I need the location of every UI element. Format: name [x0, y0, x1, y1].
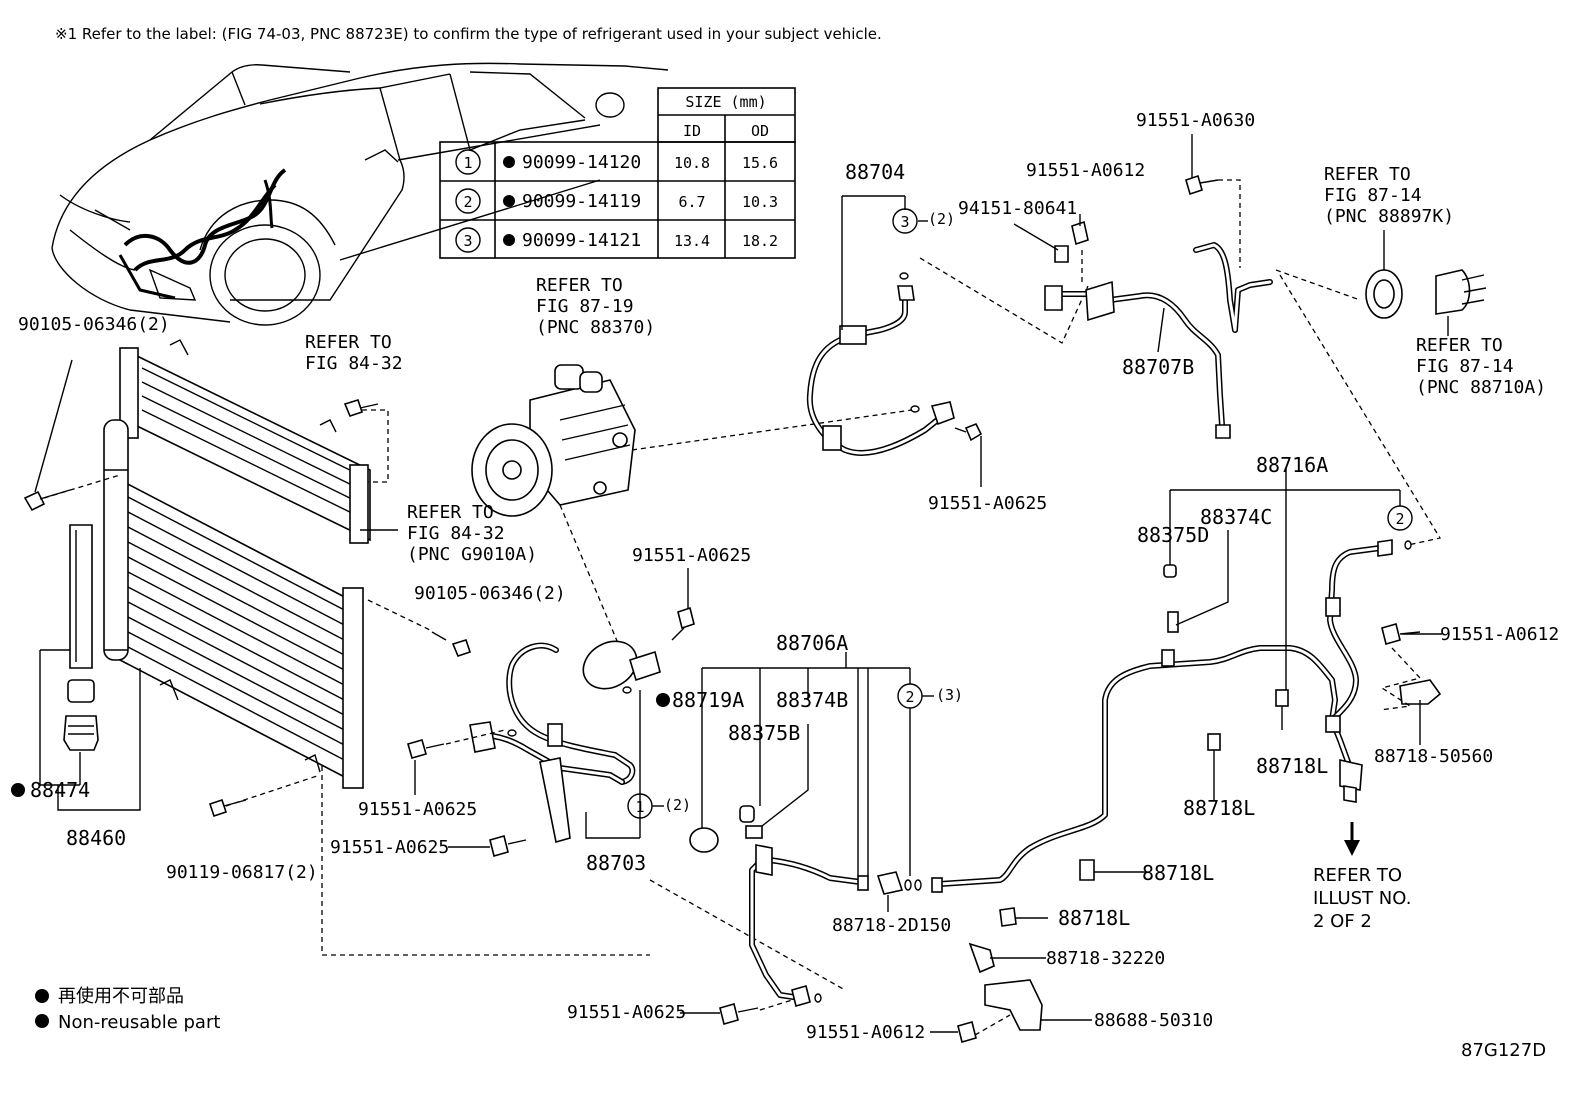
hose-88704: 3 (2) — [806, 195, 1089, 487]
row-part-number: 90099-14120 — [522, 152, 641, 173]
callout-qty: (3) — [936, 686, 963, 704]
refer-to-label: FIG 87-14 — [1324, 185, 1422, 206]
part-label: 91551-A0630 — [1136, 110, 1255, 131]
part-label: 88718L — [1058, 906, 1130, 930]
part-label: 88718L — [1256, 754, 1328, 778]
refer-to-label: FIG 87-19 — [536, 296, 634, 317]
part-label: 88375D — [1137, 523, 1209, 547]
refer-to-label: REFER TO — [1324, 164, 1411, 185]
refer-to-label: FIG 84-32 — [407, 523, 505, 544]
callout-number: 2 — [905, 688, 914, 706]
part-label: 91551-A0612 — [806, 1022, 925, 1043]
size-table: SIZE (mm) ID OD 1 90099-14120 10.8 15.6 … — [439, 87, 796, 259]
labels: 90105-06346(2) REFER TO FIG 84-32 REFER … — [11, 110, 1559, 1043]
row-od: 10.3 — [742, 193, 778, 211]
figure-code: 87G127D — [1461, 1040, 1546, 1061]
row-number: 3 — [463, 232, 472, 250]
non-reusable-dot-icon — [35, 989, 49, 1003]
row-part-number: 90099-14119 — [522, 191, 641, 212]
part-label: 91551-A0625 — [632, 545, 751, 566]
row-id: 6.7 — [678, 193, 705, 211]
part-label: 90105-06346(2) — [414, 583, 566, 604]
refer-to-label: (PNC 88370) — [536, 317, 655, 338]
non-reusable-dot-icon — [656, 693, 670, 707]
non-reusable-dot-icon — [35, 1014, 49, 1028]
part-label: 91551-A0625 — [928, 493, 1047, 514]
part-label: 88719A — [672, 688, 744, 712]
refer-to-label: REFER TO — [1313, 865, 1402, 886]
table-header-size: SIZE (mm) — [685, 93, 766, 111]
legend-jp: 再使用不可部品 — [58, 986, 184, 1007]
tube-88707b — [1044, 174, 1487, 546]
refer-to-label: REFER TO — [1416, 335, 1503, 356]
part-label: 88707B — [1122, 355, 1194, 379]
part-label: 88374C — [1200, 505, 1272, 529]
part-label: 88474 — [30, 778, 90, 802]
part-label: 91551-A0625 — [567, 1002, 686, 1023]
row-id: 13.4 — [674, 232, 710, 250]
part-label: 94151-80641 — [958, 198, 1077, 219]
part-label: 88718L — [1142, 861, 1214, 885]
row-number: 1 — [463, 154, 472, 172]
condenser-assembly — [23, 339, 472, 818]
part-label: 88716A — [1256, 453, 1328, 477]
part-label: 88374B — [776, 688, 848, 712]
part-label: 91551-A0625 — [358, 799, 477, 820]
vehicle-illustration — [51, 62, 669, 326]
callout-qty: (2) — [664, 796, 691, 814]
legend: 再使用不可部品 Non-reusable part — [35, 986, 220, 1033]
part-label: 88688-50310 — [1094, 1010, 1213, 1031]
part-label: 88718L — [1183, 796, 1255, 820]
arrow-down-icon — [1344, 840, 1360, 856]
row-number: 2 — [463, 193, 472, 211]
row-od: 18.2 — [742, 232, 778, 250]
refer-to-label: REFER TO — [305, 332, 392, 353]
part-label: 88718-32220 — [1046, 948, 1165, 969]
part-label: 90105-06346(2) — [18, 314, 170, 335]
callout-number: 2 — [1395, 510, 1404, 528]
refer-to-label: REFER TO — [407, 502, 494, 523]
non-reusable-dot-icon — [11, 783, 25, 797]
callout-qty: (2) — [928, 210, 955, 228]
refer-to-label: ILLUST NO. — [1313, 888, 1411, 909]
refer-to-label: 2 OF 2 — [1313, 911, 1372, 932]
refer-to-label: FIG 84-32 — [305, 353, 403, 374]
row-part-number: 90099-14121 — [522, 230, 641, 251]
tube-88716a: 2 — [930, 468, 1442, 1043]
part-label: 88703 — [586, 851, 646, 875]
refer-to-label: REFER TO — [536, 275, 623, 296]
callout-number: 3 — [900, 213, 909, 231]
part-label: 88704 — [845, 160, 905, 184]
refer-to-label: (PNC 88710A) — [1416, 377, 1546, 398]
hose-88703: 1 (2) — [321, 606, 846, 991]
part-label: 91551-A0612 — [1026, 160, 1145, 181]
table-header-od: OD — [751, 122, 769, 140]
refer-to-label: (PNC 88897K) — [1324, 206, 1454, 227]
part-label: 88706A — [776, 631, 848, 655]
part-label: 91551-A0625 — [330, 837, 449, 858]
part-label: 90119-06817(2) — [166, 862, 318, 883]
compressor — [471, 364, 913, 661]
legend-en: Non-reusable part — [58, 1012, 220, 1033]
part-label: 88460 — [66, 826, 126, 850]
row-od: 15.6 — [742, 154, 778, 172]
header-note: ※1 Refer to the label: (FIG 74-03, PNC 8… — [55, 25, 882, 43]
callout-number: 1 — [635, 798, 644, 816]
part-label: 91551-A0612 — [1440, 624, 1559, 645]
non-reusable-dot-icon — [503, 195, 515, 207]
refer-to-label: (PNC G9010A) — [407, 544, 537, 565]
row-id: 10.8 — [674, 154, 710, 172]
part-label: 88718-50560 — [1374, 746, 1493, 767]
part-label: 88718-2D150 — [832, 915, 951, 936]
non-reusable-dot-icon — [503, 234, 515, 246]
table-header-id: ID — [683, 122, 701, 140]
non-reusable-dot-icon — [503, 156, 515, 168]
tube-88706a: 2 (3) — [656, 652, 963, 1025]
refer-to-label: FIG 87-14 — [1416, 356, 1514, 377]
part-label: 88375B — [728, 721, 800, 745]
